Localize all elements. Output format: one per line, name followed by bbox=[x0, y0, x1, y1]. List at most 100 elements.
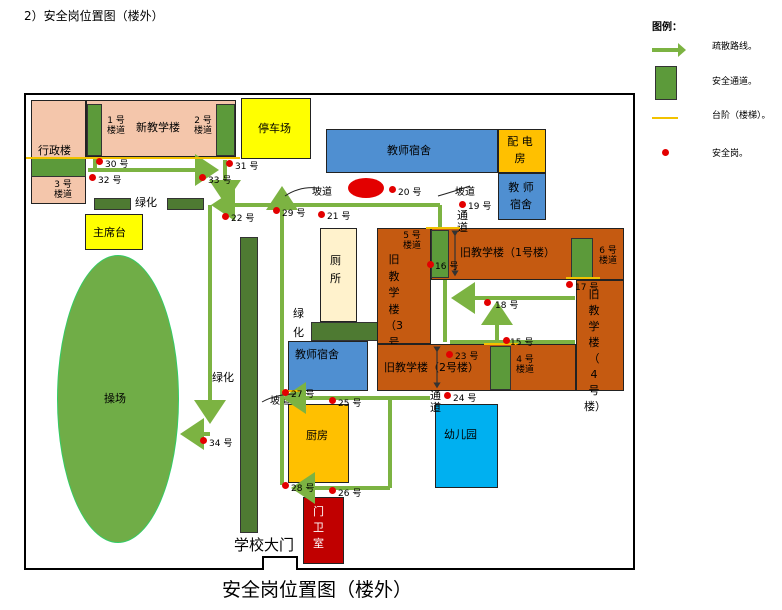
rostrum-label: 主席台 bbox=[93, 226, 126, 239]
post-34-dot bbox=[200, 437, 207, 444]
guard-room bbox=[303, 497, 344, 564]
admin-building bbox=[31, 100, 86, 204]
post-25-label: 25 号 bbox=[338, 399, 362, 409]
post-24-dot bbox=[444, 392, 451, 399]
old2-label: 旧教学楼（2号楼） bbox=[384, 361, 479, 374]
post-17-label: 17 号 bbox=[575, 283, 599, 293]
post-34-label: 34 号 bbox=[209, 439, 233, 449]
old4-label: 旧 教 学 楼 （ 4 号 楼） bbox=[584, 288, 606, 413]
playground bbox=[57, 255, 179, 543]
post-27-dot bbox=[282, 389, 289, 396]
teacher-dorm-right-label: 教 师 宿舍 bbox=[508, 181, 534, 211]
stair4-passage bbox=[490, 346, 511, 390]
teacher-dorm-top bbox=[326, 129, 498, 173]
slope-label-2: 坡道 bbox=[455, 187, 475, 198]
post-15-label: 15 号 bbox=[510, 338, 534, 348]
stair-line-icon bbox=[652, 117, 678, 119]
post-33-label: 33 号 bbox=[208, 176, 232, 186]
toilet bbox=[320, 228, 357, 322]
evacuation-arrow-icon bbox=[652, 43, 686, 57]
post-24-label: 24 号 bbox=[453, 394, 477, 404]
post-32-label: 32 号 bbox=[98, 176, 122, 186]
post-28-label: 28 号 bbox=[291, 484, 315, 494]
stair5-passage bbox=[431, 230, 449, 278]
rostrum bbox=[85, 214, 143, 250]
post-19-dot bbox=[459, 201, 466, 208]
stair3-label: 3 号楼道 bbox=[53, 180, 72, 200]
post-16-label: 16 号 bbox=[435, 262, 459, 272]
playground-label: 操场 bbox=[104, 392, 126, 405]
post-29-dot bbox=[273, 207, 280, 214]
new-teaching-building bbox=[86, 100, 236, 157]
toilet-label: 厕 所 bbox=[330, 254, 341, 285]
post-15-dot bbox=[503, 337, 510, 344]
admin-building-label: 行政楼 bbox=[38, 144, 71, 157]
post-26-dot bbox=[329, 487, 336, 494]
greening-strip-right bbox=[167, 198, 204, 210]
stair1-passage bbox=[87, 104, 102, 156]
new-teaching-label: 新教学楼 bbox=[136, 121, 180, 134]
passage-label-2: 通 道 bbox=[430, 389, 441, 415]
post-22-dot bbox=[222, 213, 229, 220]
post-31-dot bbox=[226, 160, 233, 167]
school-gate-label: 学校大门 bbox=[234, 536, 295, 554]
post-23-label: 23 号 bbox=[455, 352, 479, 362]
post-20-dot bbox=[389, 186, 396, 193]
post-30-dot bbox=[96, 158, 103, 165]
post-30-label: 30 号 bbox=[105, 160, 129, 170]
section-heading: 2）安全岗位置图（楼外） bbox=[24, 9, 164, 23]
post-16-dot bbox=[427, 261, 434, 268]
legend-label-post: 安全岗。 bbox=[712, 149, 749, 159]
parking-label: 停车场 bbox=[258, 122, 291, 135]
slope-label-1: 坡道 bbox=[312, 187, 332, 198]
post-22-label: 22 号 bbox=[231, 214, 255, 224]
power-room bbox=[498, 129, 546, 173]
kitchen bbox=[288, 404, 349, 483]
teacher-dorm-mid-label: 教师宿舍 bbox=[295, 348, 339, 361]
highlight-oval bbox=[348, 178, 384, 198]
old-teaching-building-3 bbox=[377, 228, 431, 344]
post-17-dot bbox=[566, 281, 573, 288]
post-27-label: 27 号 bbox=[291, 390, 315, 400]
stair1-label: 1 号楼道 bbox=[106, 116, 125, 136]
post-23-dot bbox=[446, 351, 453, 358]
guard-room-label: 门 卫 室 bbox=[313, 505, 324, 550]
campus-map-frame bbox=[24, 93, 635, 570]
post-29-label: 29 号 bbox=[282, 209, 306, 219]
passage-label-1: 通 道 bbox=[457, 209, 468, 235]
post-33-dot bbox=[199, 174, 206, 181]
power-room-label: 配 电 房 bbox=[507, 135, 533, 165]
post-26-label: 26 号 bbox=[338, 489, 362, 499]
legend-label-passage: 安全通道。 bbox=[712, 77, 758, 87]
post-21-dot bbox=[318, 211, 325, 218]
old1-label: 旧教学楼（1号楼） bbox=[460, 246, 555, 259]
safety-post-icon bbox=[662, 149, 669, 156]
greening-top-label: 绿化 bbox=[135, 196, 157, 209]
kindergarten-label: 幼儿园 bbox=[444, 428, 477, 441]
stair4-label: 4 号楼道 bbox=[515, 355, 534, 375]
legend-title: 图例： bbox=[652, 22, 682, 33]
greening-mid-label: 绿化 bbox=[293, 307, 304, 339]
legend-label-route: 疏散路线。 bbox=[712, 42, 758, 52]
greening-left-label: 绿化 bbox=[212, 371, 234, 384]
legend-label-stair: 台阶（楼梯）。 bbox=[712, 111, 771, 121]
stair2-passage bbox=[216, 104, 235, 156]
stair2-label: 2 号楼道 bbox=[193, 116, 212, 136]
post-20-label: 20 号 bbox=[398, 188, 422, 198]
map-caption: 安全岗位置图（楼外） bbox=[222, 579, 413, 601]
teacher-dorm-right bbox=[498, 173, 546, 220]
stair6-label: 6 号楼道 bbox=[598, 246, 617, 266]
greening-strip-left bbox=[94, 198, 131, 210]
post-19-label: 19 号 bbox=[468, 202, 492, 212]
old-teaching-building-2 bbox=[377, 344, 576, 391]
parking-lot bbox=[241, 98, 311, 159]
teacher-dorm-top-label: 教师宿舍 bbox=[387, 144, 431, 157]
stair5-label: 5 号楼道 bbox=[402, 231, 421, 251]
safety-passage-icon bbox=[655, 66, 677, 100]
post-32-dot bbox=[89, 174, 96, 181]
post-18-label: 18 号 bbox=[495, 301, 519, 311]
post-28-dot bbox=[282, 482, 289, 489]
kindergarten bbox=[435, 404, 498, 488]
kitchen-label: 厨房 bbox=[306, 429, 328, 442]
post-25-dot bbox=[329, 397, 336, 404]
